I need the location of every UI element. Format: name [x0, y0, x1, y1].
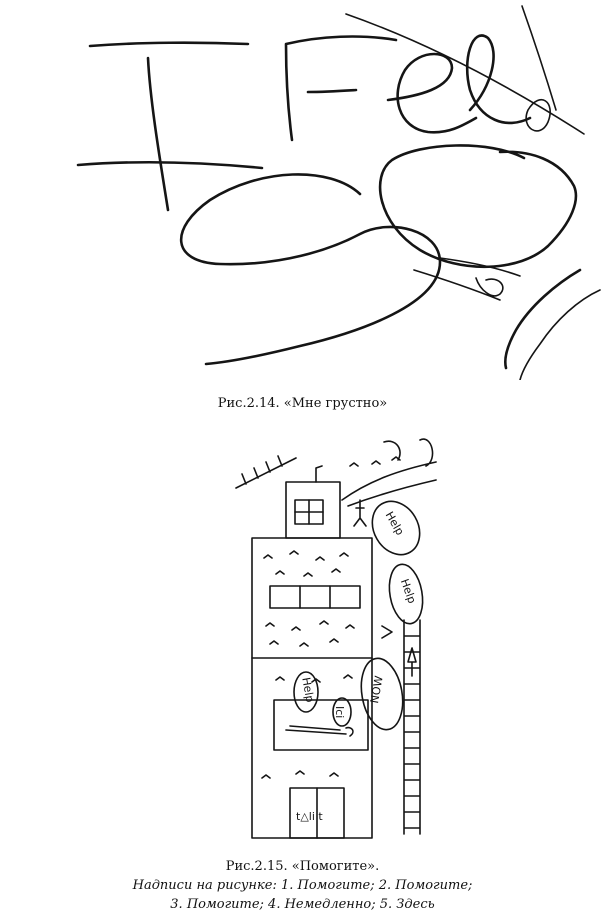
person-at-window [381, 625, 393, 639]
scribble-line-1 [345, 13, 585, 135]
person-lying [285, 725, 354, 737]
scribble-knot [413, 257, 521, 301]
bubble-2-text: Help [398, 577, 419, 605]
letter-f-stem [284, 35, 398, 142]
figure-1-caption: Рис.2.14. «Мне грустно» [217, 396, 388, 411]
letter-i-stem [146, 56, 170, 212]
roof-block [285, 481, 341, 539]
letter-l [465, 34, 532, 125]
bubble-1-text: Help [383, 509, 407, 537]
help-bubble-2 [388, 563, 424, 625]
door-text: t△li t [296, 810, 323, 823]
person-on-roof [353, 499, 367, 527]
scribble-line-2 [521, 5, 557, 111]
lower-window [273, 699, 369, 751]
bubble-4-text: NOW [368, 675, 386, 705]
letter-f-middle [306, 88, 358, 94]
sad-drawing [76, 5, 601, 380]
letter-i-bottom-bar [76, 160, 264, 170]
letter-a [378, 144, 578, 269]
figure-2-caption-note-2: 3. Помогите; 4. Немедленно; 5. Здесь [170, 897, 435, 912]
person-on-ladder [407, 647, 417, 677]
help-bubble-1 [371, 500, 421, 556]
bubble-5-text: Ici [333, 706, 346, 718]
figure-2-caption-note-1: Надписи на рисунке: 1. Помогите; 2. Помо… [132, 878, 473, 893]
roof-rail [235, 455, 297, 489]
scribble-line-3 [525, 98, 551, 132]
letter-e [386, 52, 478, 134]
help-drawing: t△li t Help Help Help NOW Ici [235, 438, 437, 839]
smoke-scribble [341, 438, 437, 507]
now-bubble [360, 657, 404, 731]
ici-bubble [332, 697, 352, 727]
letter-s [179, 173, 442, 366]
antenna [315, 465, 323, 483]
letter-d [504, 268, 582, 370]
letter-i-top-bar [88, 41, 250, 48]
help-bubble-3 [293, 671, 319, 713]
ladder [403, 619, 421, 835]
letter-d-stroke [519, 289, 601, 380]
bubble-3-text: Help [299, 676, 316, 703]
upper-window [269, 585, 361, 609]
figure-2-caption-title: Рис.2.15. «Помогите». [225, 859, 380, 874]
